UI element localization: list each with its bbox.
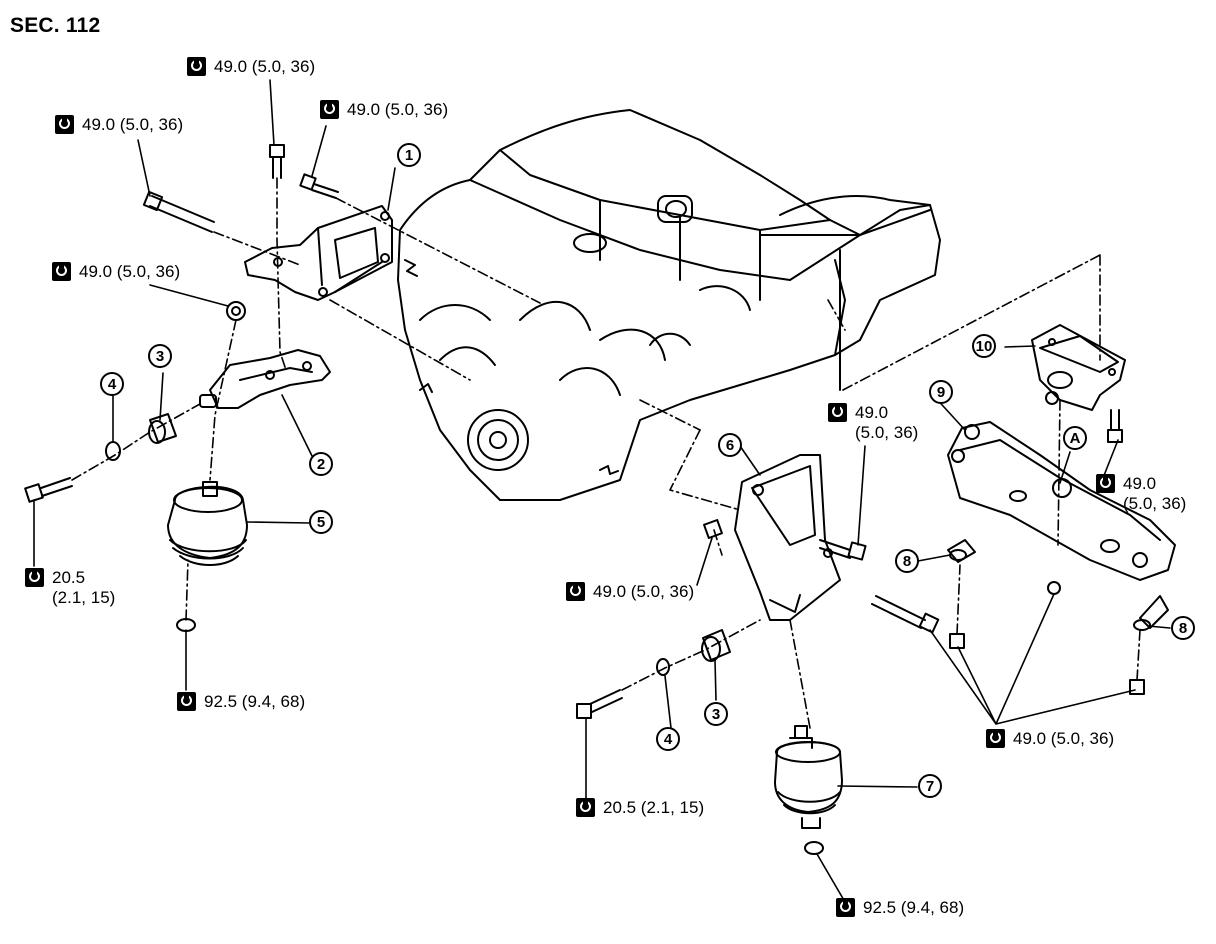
torque-wrench-icon — [836, 898, 855, 917]
engine-assembly — [397, 109, 941, 501]
torque-wrench-icon — [177, 692, 196, 711]
torque-value: 92.5 (9.4, 68) — [863, 898, 965, 917]
torque-wrench-icon — [55, 115, 74, 134]
torque-wrench-icon — [566, 582, 585, 601]
callout-8: 8 — [1171, 616, 1195, 640]
callout-3: 3 — [704, 702, 728, 726]
torque-value: 20.5 (2.1, 15) — [603, 798, 705, 817]
rear-mount-bracket — [576, 454, 940, 719]
torque-spec: 49.0 (5.0, 36) — [55, 115, 183, 135]
torque-spec: 49.0 (5.0, 36) — [1096, 474, 1186, 514]
torque-value-line1: 49.0 — [855, 403, 889, 422]
torque-value: 49.0 (5.0, 36) — [82, 115, 184, 134]
torque-value-line2: (5.0, 36) — [1123, 494, 1187, 513]
torque-value: 49.0 (5.0, 36) — [79, 262, 181, 281]
torque-wrench-icon — [52, 262, 71, 281]
callout-a: A — [1063, 426, 1087, 450]
section-number: SEC. 112 — [10, 14, 101, 37]
torque-wrench-icon — [25, 568, 44, 587]
torque-wrench-icon — [828, 403, 847, 422]
torque-value-line1: 49.0 — [1123, 474, 1157, 493]
assembly-lines — [71, 177, 1141, 729]
callout-7: 7 — [918, 774, 942, 798]
torque-value: 49.0 (5.0, 36) — [347, 100, 449, 119]
callout-10: 10 — [972, 334, 996, 358]
torque-spec: 49.0 (5.0, 36) — [187, 57, 315, 77]
torque-value-line2: (2.1, 15) — [52, 588, 116, 607]
front-mount-bracket — [244, 205, 393, 301]
rear-crossmember — [947, 409, 1176, 695]
torque-spec: 49.0 (5.0, 36) — [52, 262, 180, 282]
callout-6: 6 — [718, 433, 742, 457]
callout-9: 9 — [929, 380, 953, 404]
torque-value: 49.0 (5.0, 36) — [1013, 729, 1115, 748]
callout-3: 3 — [148, 344, 172, 368]
torque-spec: 49.0 (5.0, 36) — [828, 403, 918, 443]
leader-lines — [33, 79, 1171, 903]
torque-wrench-icon — [320, 100, 339, 119]
torque-value: 20.5 (2.1, 15) — [52, 568, 115, 608]
torque-value: 49.0 (5.0, 36) — [1123, 474, 1186, 514]
torque-spec: 92.5 (9.4, 68) — [836, 898, 964, 918]
torque-value: 49.0 (5.0, 36) — [593, 582, 695, 601]
torque-spec: 49.0 (5.0, 36) — [320, 100, 448, 120]
front-insulator — [167, 481, 248, 566]
rear-mount-insulator — [1031, 324, 1126, 411]
torque-wrench-icon — [1096, 474, 1115, 493]
callout-2: 2 — [309, 452, 333, 476]
torque-value-line2: (5.0, 36) — [855, 423, 919, 442]
torque-value-line1: 20.5 — [52, 568, 86, 587]
torque-value: 92.5 (9.4, 68) — [204, 692, 306, 711]
torque-spec: 92.5 (9.4, 68) — [177, 692, 305, 712]
torque-spec: 49.0 (5.0, 36) — [986, 729, 1114, 749]
torque-wrench-icon — [187, 57, 206, 76]
callout-4: 4 — [656, 727, 680, 751]
callout-8: 8 — [895, 549, 919, 573]
front-insulator-bracket — [199, 349, 331, 409]
callout-1: 1 — [397, 143, 421, 167]
callout-4: 4 — [100, 372, 124, 396]
torque-value: 49.0 (5.0, 36) — [855, 403, 918, 443]
torque-spec: 20.5 (2.1, 15) — [25, 568, 115, 608]
callout-5: 5 — [309, 510, 333, 534]
torque-value: 49.0 (5.0, 36) — [214, 57, 316, 76]
torque-spec: 20.5 (2.1, 15) — [576, 798, 704, 818]
rear-insulator — [774, 725, 843, 855]
torque-wrench-icon — [986, 729, 1005, 748]
torque-spec: 49.0 (5.0, 36) — [566, 582, 694, 602]
torque-wrench-icon — [576, 798, 595, 817]
